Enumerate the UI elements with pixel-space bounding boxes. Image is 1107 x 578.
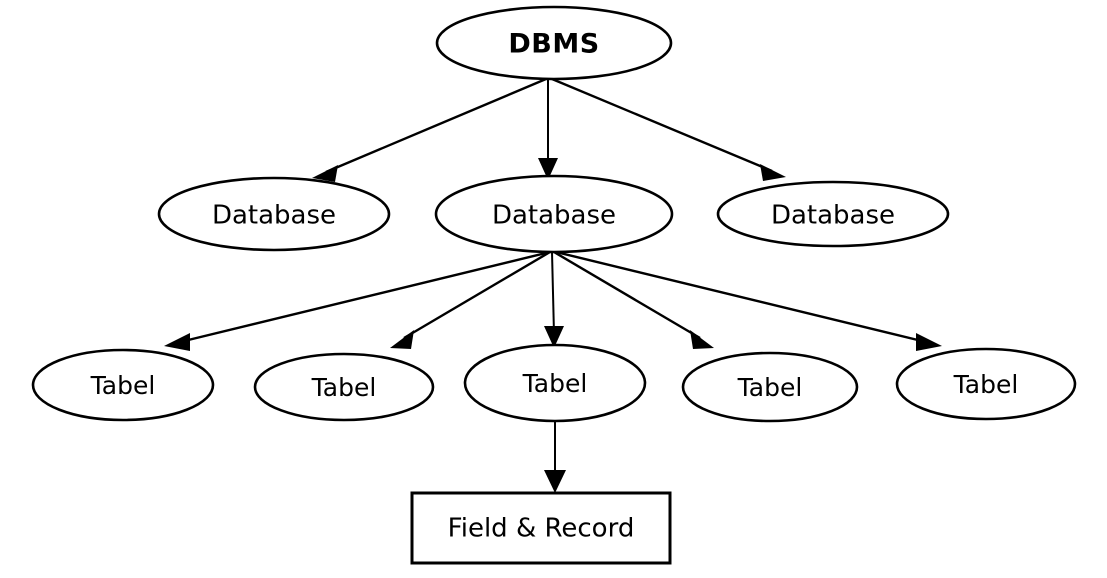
node-database-right-label: Database xyxy=(771,201,895,231)
edge-database-to-tabel-4 xyxy=(553,250,714,349)
edge-dbms-to-database-right xyxy=(551,77,786,181)
edge-line-dbms-database-left xyxy=(325,77,547,174)
edge-line-database-tabel-2 xyxy=(403,250,551,340)
edge-database-to-tabel-5 xyxy=(555,250,942,351)
edge-line-dbms-database-right xyxy=(551,77,773,173)
node-tabel-1-ellipse[interactable] xyxy=(31,348,215,422)
node-tabel-2-label: Tabel xyxy=(311,373,377,402)
node-tabel-2[interactable]: Tabel xyxy=(253,352,435,422)
edge-tabel-3-to-field-record xyxy=(544,422,566,493)
edge-dbms-to-database-left xyxy=(312,77,547,182)
node-tabel-3-label: Tabel xyxy=(522,369,588,398)
node-field-record-rect[interactable] xyxy=(410,491,672,565)
node-database-center-label: Database xyxy=(492,201,616,231)
node-tabel-1[interactable]: Tabel xyxy=(31,348,215,422)
edge-line-database-tabel-4 xyxy=(553,250,701,340)
node-tabel-2-ellipse[interactable] xyxy=(253,352,435,422)
node-tabel-3[interactable]: Tabel xyxy=(463,343,647,423)
node-database-left[interactable]: Database xyxy=(157,176,391,252)
node-tabel-4-ellipse[interactable] xyxy=(681,351,859,423)
edge-group-database-to-tabels xyxy=(164,250,942,351)
arrow-head-icon xyxy=(164,333,190,351)
node-database-center[interactable]: Database xyxy=(434,174,674,254)
node-tabel-4[interactable]: Tabel xyxy=(681,351,859,423)
edge-line-database-tabel-1 xyxy=(179,250,551,344)
node-database-right-ellipse[interactable] xyxy=(716,180,950,248)
arrow-head-icon xyxy=(544,470,566,493)
arrow-head-icon xyxy=(916,333,942,351)
node-database-left-ellipse[interactable] xyxy=(157,176,391,252)
node-database-center-ellipse[interactable] xyxy=(434,174,674,254)
node-dbms-ellipse[interactable] xyxy=(435,5,673,81)
node-tabel-4-label: Tabel xyxy=(737,373,803,402)
arrow-head-icon xyxy=(760,164,786,181)
arrow-head-icon xyxy=(538,158,558,180)
arrow-head-icon xyxy=(312,165,338,182)
edge-database-to-tabel-3 xyxy=(544,251,564,348)
edge-dbms-to-database-center xyxy=(538,79,558,180)
node-dbms[interactable]: DBMS xyxy=(435,5,673,81)
node-tabel-5-label: Tabel xyxy=(953,370,1019,399)
node-tabel-5[interactable]: Tabel xyxy=(895,347,1077,421)
node-field-record-label: Field & Record xyxy=(448,514,635,544)
arrow-head-icon xyxy=(690,330,714,349)
node-database-right[interactable]: Database xyxy=(716,180,950,248)
arrow-head-icon xyxy=(390,330,414,349)
node-dbms-label: DBMS xyxy=(508,29,599,60)
node-field-record[interactable]: Field & Record xyxy=(410,491,672,565)
node-tabel-5-ellipse[interactable] xyxy=(895,347,1077,421)
node-tabel-1-label: Tabel xyxy=(90,371,156,400)
edge-database-to-tabel-1 xyxy=(164,250,551,351)
node-database-left-label: Database xyxy=(212,201,336,231)
edge-line-database-tabel-3 xyxy=(551,251,555,335)
node-tabel-3-ellipse[interactable] xyxy=(463,343,647,423)
edge-line-database-tabel-5 xyxy=(555,250,927,344)
edge-group-dbms-to-databases xyxy=(312,77,786,182)
arrow-head-icon xyxy=(544,326,564,348)
edge-database-to-tabel-2 xyxy=(390,250,551,349)
